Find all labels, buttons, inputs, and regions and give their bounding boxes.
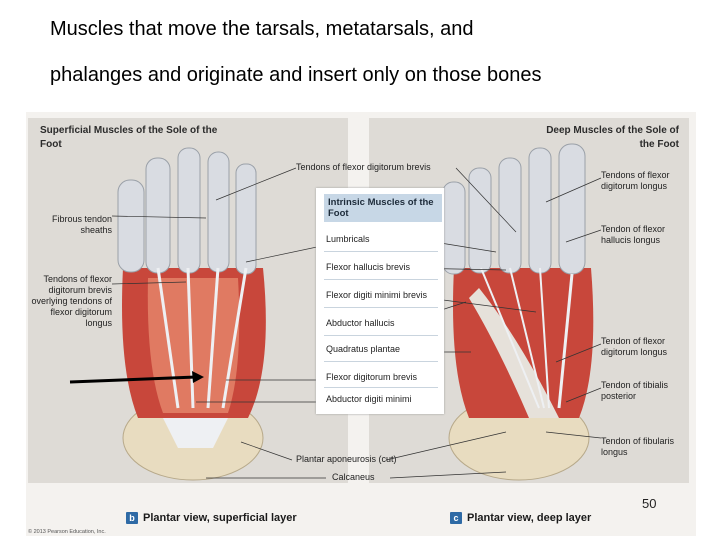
slide-title-line-2: phalanges and originate and insert only … bbox=[50, 64, 542, 86]
legend-item-lumbricals: Lumbricals bbox=[326, 234, 370, 244]
label-tendons-fdb: Tendons of flexor digitorum brevis bbox=[296, 162, 431, 172]
label-tendon-fhl: Tendon of flexor hallucis longus bbox=[601, 224, 666, 245]
label-tendon-tibialis-posterior: Tendon of tibialis posterior bbox=[601, 380, 669, 401]
anatomy-figure: Superficial Muscles of the Sole of the F… bbox=[26, 112, 696, 536]
label-plantar-aponeurosis: Plantar aponeurosis (cut) bbox=[296, 454, 397, 464]
caption-deep: c Plantar view, deep layer bbox=[450, 512, 591, 524]
label-fibrous-tendon-sheaths: Fibrous tendon sheaths bbox=[51, 214, 112, 235]
legend-item-quadratus-plantae: Quadratus plantae bbox=[326, 344, 401, 354]
intrinsic-legend-heading: Intrinsic Muscles of the Foot bbox=[324, 194, 442, 222]
legend-item-abductor-digiti-minimi: Abductor digiti minimi bbox=[326, 394, 412, 404]
caption-superficial-text: Plantar view, superficial layer bbox=[143, 512, 297, 524]
intrinsic-muscles-legend: Intrinsic Muscles of the Foot Lumbricals… bbox=[316, 188, 444, 414]
label-tendons-fdb-overlying: Tendons of flexor digitorum brevis overl… bbox=[31, 274, 112, 328]
caption-badge-c: c bbox=[450, 512, 462, 524]
copyright-notice: © 2013 Pearson Education, Inc. bbox=[28, 529, 106, 535]
label-tendon-fdl: Tendon of flexor digitorum longus bbox=[601, 336, 668, 357]
label-calcaneus: Calcaneus bbox=[332, 472, 375, 482]
page-number: 50 bbox=[642, 496, 657, 511]
caption-deep-text: Plantar view, deep layer bbox=[467, 512, 592, 524]
legend-item-flexor-digitorum-brevis: Flexor digitorum brevis bbox=[326, 372, 418, 382]
panel-heading-superficial: Superficial Muscles of the Sole of the F… bbox=[40, 125, 218, 150]
leader-lines bbox=[111, 167, 602, 479]
legend-item-abductor-hallucis: Abductor hallucis bbox=[326, 318, 395, 328]
legend-item-flexor-digiti-minimi-brevis: Flexor digiti minimi brevis bbox=[326, 290, 428, 300]
slide-title-line-1: Muscles that move the tarsals, metatarsa… bbox=[50, 18, 474, 40]
label-tendon-fibularis-longus: Tendon of fibularis longus bbox=[601, 436, 675, 457]
caption-superficial: b Plantar view, superficial layer bbox=[126, 512, 297, 524]
panel-heading-deep: Deep Muscles of the Sole of the Foot bbox=[546, 125, 679, 150]
label-tendons-fdl: Tendons of flexor digitorum longus bbox=[601, 170, 670, 191]
legend-item-flexor-hallucis-brevis: Flexor hallucis brevis bbox=[326, 262, 411, 272]
caption-badge-b: b bbox=[126, 512, 138, 524]
panel-superficial: Superficial Muscles of the Sole of the F… bbox=[28, 118, 348, 483]
superficial-foot-illustration bbox=[117, 147, 266, 481]
